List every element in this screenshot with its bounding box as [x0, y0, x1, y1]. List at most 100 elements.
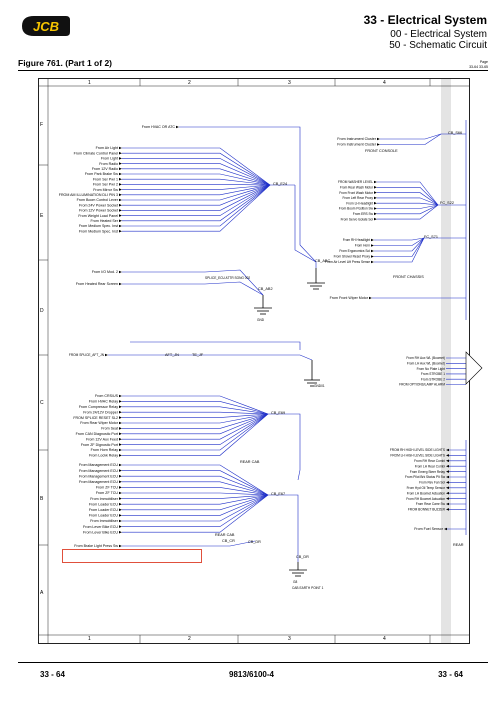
e67-input-arrow: [119, 508, 122, 512]
e67-input-arrow: [119, 514, 122, 517]
s22-arrow: [374, 191, 377, 194]
node-fc-s71: FC_S71: [424, 235, 438, 239]
s22-wire: [377, 204, 439, 220]
e69-input-label: From Rear Wiper Motor: [80, 421, 119, 425]
e24-input-arrow: [119, 151, 122, 155]
e69-input-arrow: [119, 410, 122, 414]
s71-label: From RH Headlight: [343, 238, 370, 242]
e67-input-label: From Management ECU: [79, 463, 118, 467]
e24-input-wire: [122, 184, 271, 222]
e24-input-arrow: [119, 162, 122, 165]
e24-input-wire: [122, 158, 271, 186]
s22-arrow: [374, 217, 377, 221]
b-right-label: FROM BONNET BUZZER: [408, 508, 446, 512]
page-reference: Page 33-64 33-65: [469, 60, 488, 70]
e67-input-label: From Management ECU: [79, 474, 118, 478]
ground-symbol-abc: [307, 268, 325, 290]
e24-input-arrow: [119, 229, 122, 233]
b-right-arrow: [446, 497, 449, 500]
e24-input-wire: [122, 184, 271, 232]
e67-input-label: From ZF TCU: [96, 491, 118, 495]
page-number-a: 33-64: [469, 65, 479, 69]
e24-input-label: From Park Brake Sw: [85, 172, 119, 176]
e24-input-label: From Light: [101, 157, 118, 161]
b-right-arrow: [446, 475, 449, 479]
b-right-arrow: [446, 481, 449, 484]
fuel-sensor-arrow: [444, 527, 447, 531]
e69-input-label: From Seat: [101, 427, 118, 431]
e69-input-label: From CRS/US: [95, 394, 119, 398]
e67-input-arrow: [119, 491, 122, 495]
col-label-3-bottom: 3: [288, 636, 291, 642]
wire-e67-out: [293, 494, 299, 562]
page-label: Page: [479, 60, 488, 64]
b-right-arrow: [446, 459, 449, 463]
s22-arrow: [374, 186, 377, 189]
wire-e24-earth: [294, 185, 317, 268]
e67-input-wire: [122, 464, 269, 496]
s22-label: From Left Rear Proxy: [343, 196, 374, 200]
row-label-a: A: [40, 590, 44, 596]
col-label-2-top: 2: [188, 80, 191, 86]
s71-label: From Shovel Reset Proxy: [334, 255, 371, 259]
e67-input-wire: [122, 494, 269, 527]
cab-earth-note: CAB EARTH POINT 1: [292, 586, 324, 590]
ground-symbol-g8: [289, 562, 307, 577]
row-label-c: C: [40, 400, 44, 406]
wire-label-splice: FROM SPLICE_AFT_JN: [69, 353, 105, 357]
e67-input-arrow: [119, 463, 122, 467]
s71-wire: [374, 237, 425, 241]
e67-input-label: From Immobiliser: [90, 519, 119, 523]
e24-input-wire: [122, 184, 271, 216]
wire-hrs: [122, 281, 264, 296]
section-subtitle-1: 00 - Electrical System: [390, 29, 487, 40]
footer-rule: [18, 662, 488, 663]
e24-input-label: From Climate Control Panel: [74, 151, 119, 155]
node-cb-e67: CB_E67: [271, 492, 285, 496]
s22-wire: [377, 187, 439, 206]
e69-input-arrow: [119, 454, 122, 457]
e67-input-arrow: [119, 519, 122, 523]
e67-input-arrow: [119, 469, 122, 472]
s71-arrow: [371, 244, 374, 247]
e69-input-label: From CAN Diagnostic Port: [76, 432, 118, 436]
e67-input-wire: [122, 492, 269, 496]
s71-wire: [374, 237, 425, 263]
e67-input-label: From Loader ECU: [89, 514, 119, 518]
ground-label-g8: G8: [293, 580, 297, 584]
connector-c-label: From LH Aux WL (Boomet): [407, 362, 445, 366]
row-label-d: D: [40, 308, 44, 314]
s71-arrow: [371, 238, 374, 242]
e24-input-wire: [122, 168, 271, 186]
col-label-4-bottom: 4: [383, 636, 386, 642]
wire-e69-out: [293, 413, 301, 481]
area-rear: REAR: [453, 543, 464, 547]
e24-input-label: From Heated Ser: [90, 219, 118, 223]
row-label-e: E: [40, 213, 44, 219]
highlight-box: [62, 549, 202, 563]
e69-input-wire: [122, 413, 269, 440]
e67-input-arrow: [119, 474, 122, 478]
e24-input-arrow: [119, 188, 122, 191]
b-right-label: From RH Rear Combi: [414, 459, 445, 463]
e24-input-wire: [122, 184, 271, 206]
e69-input-label: From ZF Dignostic Port: [81, 443, 118, 447]
splice-note: SPLICE_ECU ATTR SONG 002: [205, 276, 250, 280]
e67-input-label: From Immobiliser: [90, 497, 119, 501]
s71-wire: [374, 237, 425, 257]
col-label-4-top: 4: [383, 80, 386, 86]
b-right-label: From Hyd Oil Temp Sensor: [407, 486, 446, 490]
row-label-f: F: [40, 122, 44, 128]
connector-c-label: From STROBE 2: [421, 377, 445, 381]
e67-input-wire: [122, 494, 269, 499]
wire-splice-top: [130, 341, 301, 350]
connector-c-label: From RH Aux WL (Boomet): [406, 356, 445, 360]
connector-arrow-right: [465, 351, 483, 385]
e69-input-wire: [122, 413, 269, 435]
wire-arrow-io: [119, 270, 122, 274]
e67-input-wire: [122, 494, 269, 533]
e69-input-wire: [122, 411, 269, 415]
e24-input-arrow: [119, 219, 122, 223]
e67-input-arrow: [119, 486, 122, 489]
e67-input-wire: [122, 494, 269, 505]
